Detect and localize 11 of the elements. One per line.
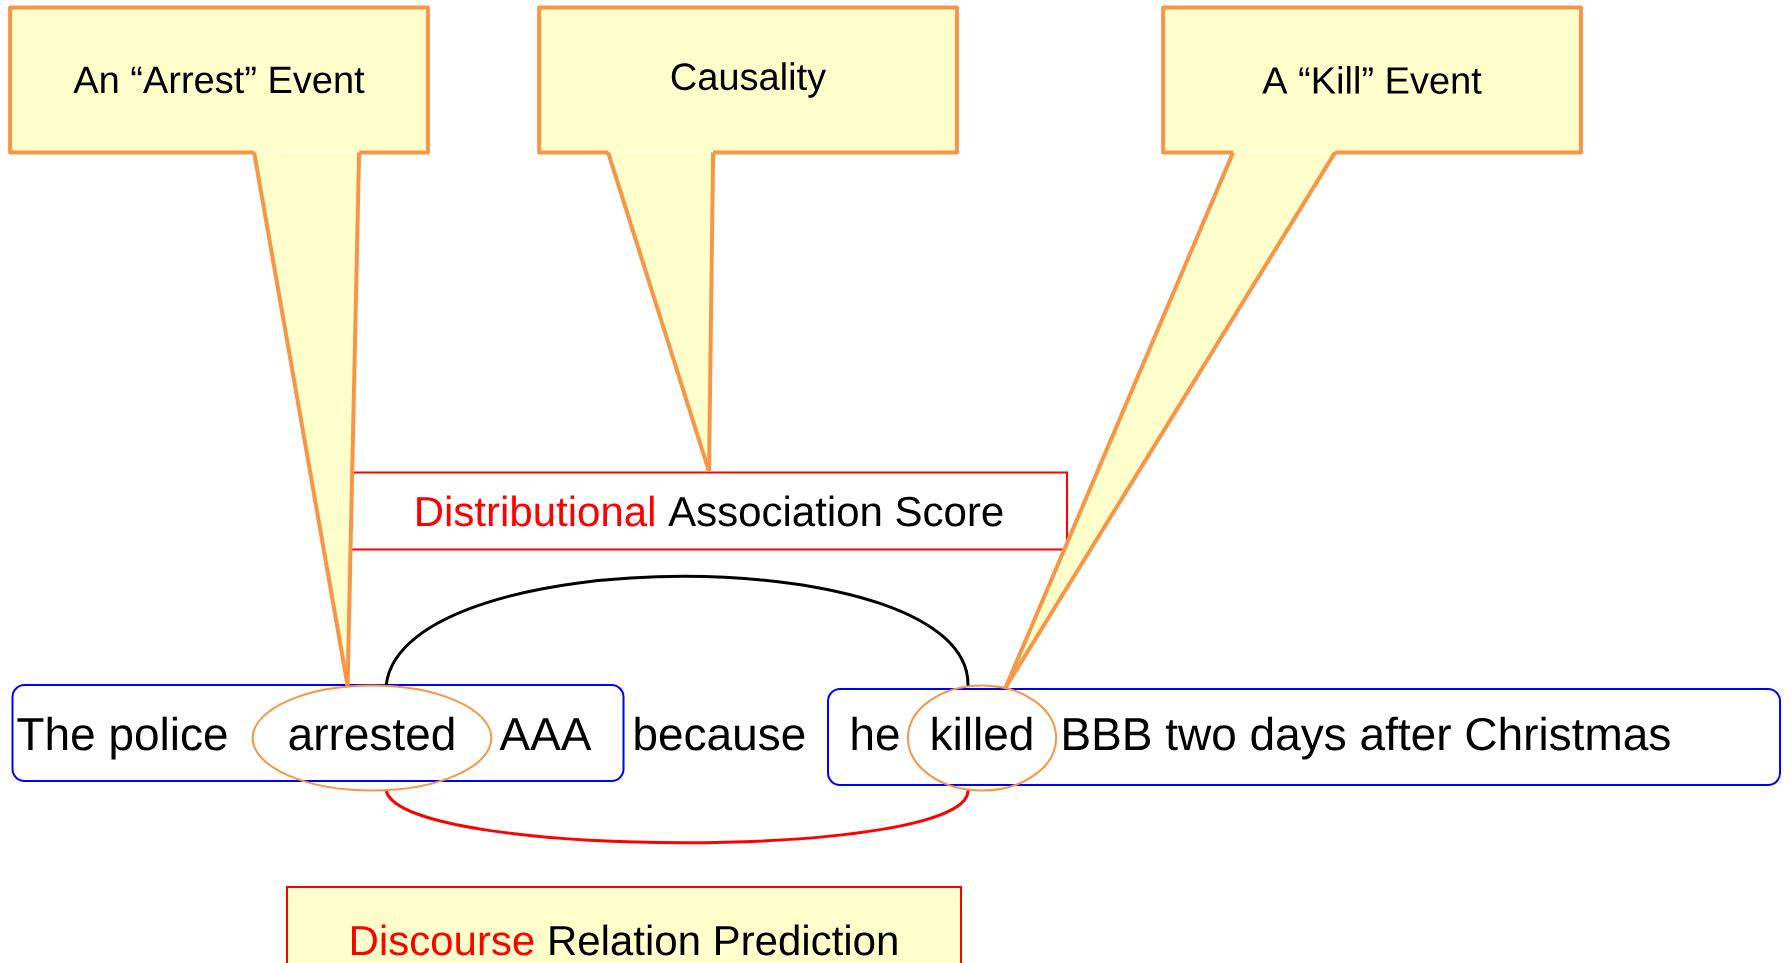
label-box: Discourse Relation Prediction: [286, 886, 962, 963]
word: because: [635, 716, 805, 751]
label-box: Distributional Association Score: [350, 471, 1068, 551]
callout-pointer: [252, 152, 362, 686]
callout-box: Causality: [537, 5, 959, 155]
arc: [384, 574, 970, 686]
arc: [385, 789, 970, 845]
callout-pointer: [606, 151, 716, 473]
callout-box: An “Arrest” Event: [8, 5, 430, 155]
callout-pointer: [1003, 151, 1337, 689]
callout-box: A “Kill” Event: [1161, 5, 1583, 155]
